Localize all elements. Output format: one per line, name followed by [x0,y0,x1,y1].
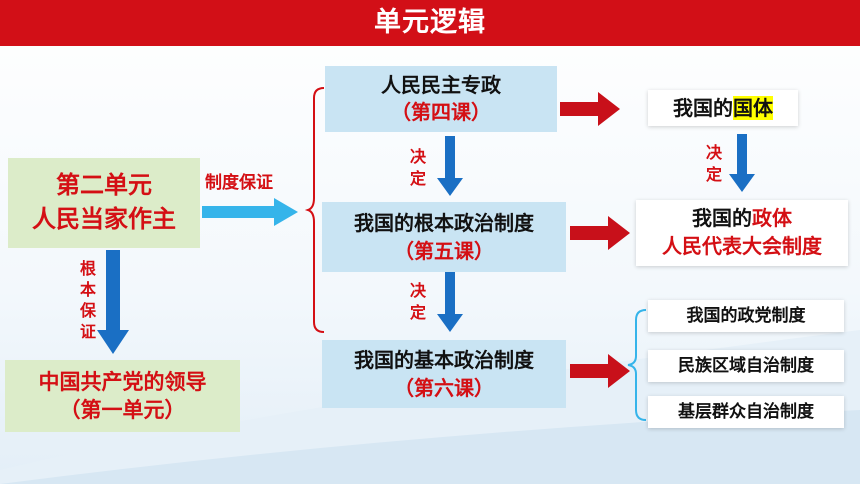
basic-system-item: 民族区域自治制度 [648,350,844,382]
lesson6-subtitle: （第六课） [394,376,494,400]
basic-system-item: 基层群众自治制度 [648,396,844,428]
root-guarantee-arrow [97,250,129,354]
lesson4-title: 人民民主专政 [381,73,501,97]
decide-char: 定 [410,169,427,188]
decide-char: 决 [410,147,427,166]
zhengti-line2: 人民代表大会制度 [662,234,822,258]
lesson6-box: 我国的基本政治制度 （第六课） [322,340,566,408]
decide-char: 决 [410,281,427,300]
lesson4-subtitle: （第四课） [391,100,491,124]
guarantee-arrow [202,198,298,226]
decide-char: 定 [410,303,427,322]
zhengti-box: 我国的政体 人民代表大会制度 [636,200,848,266]
root-guarantee-label: 根 本 保 证 [78,258,98,342]
basic-systems-bracket [627,309,647,421]
decide-arrow-1 [437,136,463,196]
lesson5-subtitle: （第五课） [394,239,494,263]
to-guoti-arrow [560,92,620,126]
unit-box-line2: 人民当家作主 [32,205,176,233]
guoti-prefix: 我国的 [673,96,733,120]
zhengti-highlight: 政体 [752,206,792,230]
root-guarantee-char: 保 [79,301,96,320]
decide-label-2: 决 定 [410,280,430,324]
decide-arrow-2 [437,272,463,332]
root-guarantee-char: 证 [79,322,96,341]
unit-box-line1: 第二单元 [56,171,152,199]
root-guarantee-char: 根 [79,259,96,278]
lesson5-title: 我国的根本政治制度 [354,211,534,235]
decide-label-3: 决 定 [706,142,726,186]
party-box-line1: 中国共产党的领导 [38,370,207,394]
lesson6-title: 我国的基本政治制度 [354,348,534,372]
to-zhengti-arrow [570,216,630,250]
decide-arrow-3 [729,134,755,192]
zhengti-prefix: 我国的 [692,206,752,230]
guarantee-label: 制度保证 [205,173,273,193]
party-box: 中国共产党的领导 （第一单元） [5,360,240,432]
page-title: 单元逻辑 [0,0,860,46]
zhengti-line1: 我国的政体 [636,204,848,232]
decide-char: 决 [706,143,723,162]
unit-box: 第二单元 人民当家作主 [8,158,200,248]
decide-label-1: 决 定 [410,146,430,190]
basic-system-item: 我国的政党制度 [648,300,844,332]
lesson4-box: 人民民主专政 （第四课） [325,66,557,132]
party-box-line2: （第一单元） [59,398,186,422]
lesson-bracket [304,87,325,333]
decide-char: 定 [706,165,723,184]
to-basic-systems-arrow [570,354,630,388]
root-guarantee-char: 本 [79,280,96,299]
guoti-highlight: 国体 [733,96,773,120]
lesson5-box: 我国的根本政治制度 （第五课） [322,202,566,272]
guoti-box: 我国的国体 [648,90,798,126]
